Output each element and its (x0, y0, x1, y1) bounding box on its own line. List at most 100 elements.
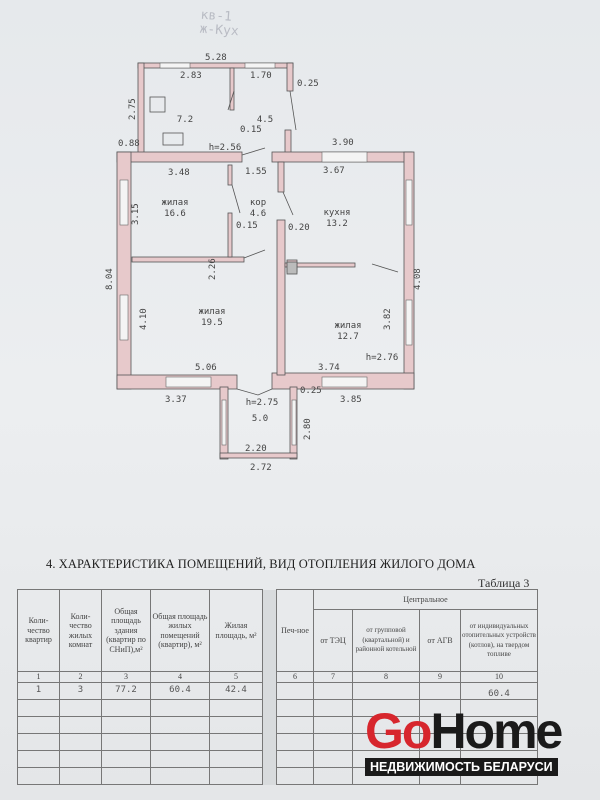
wall (227, 164, 233, 186)
room-area: 13.2 (326, 219, 348, 229)
table-label: Таблица 3 (478, 576, 530, 590)
column-number: 5 (209, 671, 263, 683)
dim-label: 2.72 (250, 463, 272, 473)
table-row (17, 733, 538, 751)
room-area: 4.6 (250, 209, 266, 219)
wall (116, 151, 243, 163)
room-area: 19.5 (201, 318, 223, 328)
dim-label: 0.20 (288, 223, 310, 233)
column-number: 6 (276, 671, 314, 683)
rooms-heating-table: Коли-чество квартир Коли-чество жилых ко… (17, 589, 538, 785)
header-cell: от АГВ (419, 609, 461, 672)
dim-label: 2.80 (303, 418, 313, 440)
cell-apartments: 1 (17, 682, 60, 700)
section-title: 4. ХАРАКТЕРИСТИКА ПОМЕЩЕНИЙ, ВИД ОТОПЛЕН… (46, 557, 476, 571)
cell-living-area: 42.4 (209, 682, 263, 700)
cell-individual-heating: 60.4 (460, 682, 538, 700)
dim-label: 2.83 (180, 71, 202, 81)
group-header: Центральное (313, 589, 538, 610)
dim-label: 3.90 (332, 138, 354, 148)
room-name: кухня (323, 208, 350, 218)
room-area: 4.5 (257, 115, 273, 125)
dim-label: 3.15 (131, 203, 141, 225)
header-cell: Коли-чество жилых комнат (59, 589, 102, 672)
column-number: 2 (59, 671, 102, 683)
column-number: 9 (419, 671, 461, 683)
column-number: 3 (101, 671, 151, 683)
wall (276, 219, 286, 376)
logo-tagline: НЕДВИЖИМОСТЬ БЕЛАРУСИ (365, 758, 558, 776)
column-number: 8 (352, 671, 420, 683)
dim-label: 1.55 (245, 167, 267, 177)
wall (286, 62, 294, 92)
room-name: жилая (198, 307, 225, 317)
dim-label: 3.82 (383, 308, 393, 330)
dim-label: 0.15 (236, 221, 258, 231)
table-row: 1 3 77.2 60.4 42.4 60.4 (17, 682, 538, 700)
dim-label: 3.48 (168, 168, 190, 178)
room-name: жилая (161, 198, 188, 208)
header-cell: Общая площадь жилых помещений (квартир),… (150, 589, 210, 672)
dim-label: 4.10 (139, 308, 149, 330)
dim-label: 1.70 (250, 71, 272, 81)
dim-label: 2.26 (208, 258, 218, 280)
dim-label: 0.25 (297, 79, 319, 89)
header-cell: Общая площадь здания (квартир по СНиП),м… (101, 589, 151, 672)
cell-boiler-house (352, 682, 420, 700)
cell-tec (313, 682, 353, 700)
dim-label: 3.74 (318, 363, 340, 373)
cell-stove (276, 682, 314, 700)
dim-label: 0.15 (240, 125, 262, 135)
column-number: 1 (17, 671, 60, 683)
dim-label: 3.67 (323, 166, 345, 176)
dim-label: 3.37 (165, 395, 187, 405)
wall (227, 212, 233, 258)
room-area: 5.0 (252, 414, 268, 424)
header-cell: Коли-чество квартир (17, 589, 60, 672)
dim-label: 8.04 (105, 268, 115, 290)
header-cell: от индивидуальных отопительных устройств… (460, 609, 538, 672)
room-area: 16.6 (164, 209, 186, 219)
cell-total-area: 77.2 (101, 682, 151, 700)
column-number: 4 (150, 671, 210, 683)
wall (219, 452, 298, 459)
room-name: кор (250, 198, 266, 208)
fixtures (149, 96, 298, 275)
ceiling-height: h=2.75 (246, 398, 279, 408)
dim-label: 2.75 (128, 98, 138, 120)
dim-label: 3.85 (340, 395, 362, 405)
wall (284, 129, 292, 156)
column-number: 10 (460, 671, 538, 683)
header-cell: Печ-ное (276, 589, 314, 672)
room-name: жилая (334, 321, 361, 331)
floor-plan: 5.28 2.83 1.70 0.25 0.88 3.48 1.55 3.90 … (105, 53, 423, 473)
cell-rooms: 3 (59, 682, 102, 700)
dim-label: 5.06 (195, 363, 217, 373)
header-cell: от групповой (квартальной) и районной ко… (352, 609, 420, 672)
cell-agv (419, 682, 461, 700)
dim-label: 0.88 (118, 139, 140, 149)
header-cell: от ТЭЦ (313, 609, 353, 672)
cell-living-premises-area: 60.4 (150, 682, 210, 700)
room-area: 12.7 (337, 332, 359, 342)
doors (227, 90, 399, 396)
header-cell: Жилая площадь, м² (209, 589, 263, 672)
dim-label: 4.08 (413, 268, 423, 290)
gohome-watermark-logo: GoHome НЕДВИЖИМОСТЬ БЕЛАРУСИ (365, 703, 563, 776)
stove-icon (149, 96, 166, 113)
dim-label: 2.20 (245, 444, 267, 454)
table-gap (262, 589, 277, 785)
room-area: 7.2 (177, 115, 193, 125)
windows (119, 62, 413, 446)
dim-label: 0.25 (300, 386, 322, 396)
table-row (17, 699, 538, 717)
dim-label: 5.28 (205, 53, 227, 63)
column-number: 7 (313, 671, 353, 683)
wall (277, 161, 285, 193)
oven-icon (286, 261, 298, 275)
ceiling-height: h=2.56 (209, 143, 242, 153)
bath-icon (162, 132, 184, 146)
wall (131, 256, 245, 263)
ceiling-height: h=2.76 (366, 353, 399, 363)
wall (229, 67, 235, 111)
